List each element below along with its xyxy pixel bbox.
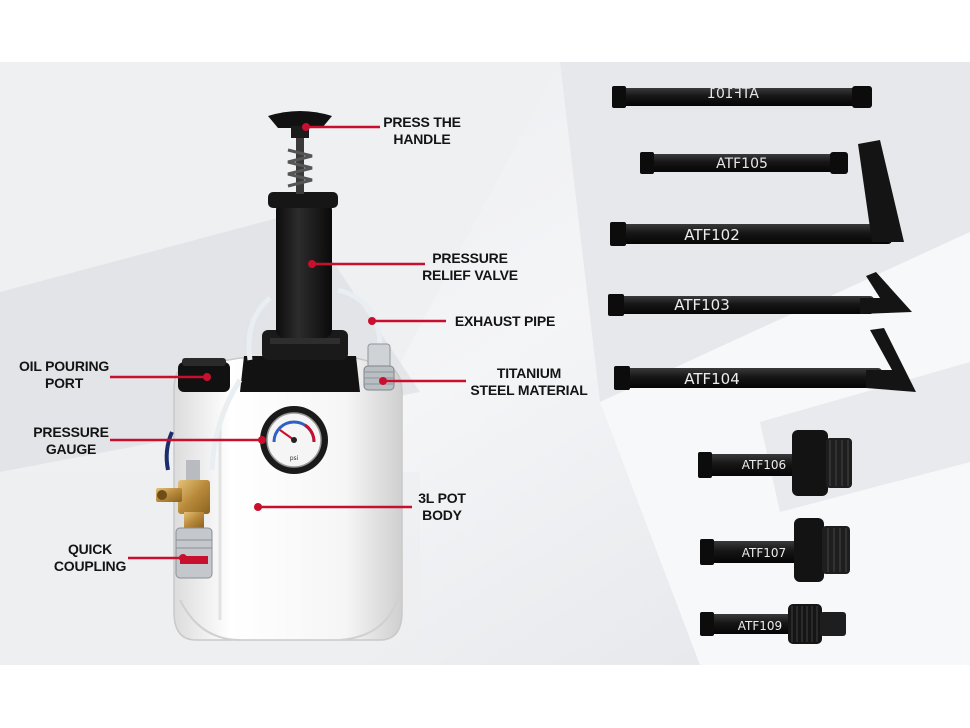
callout-oil-pouring-port: OIL POURING PORT: [14, 358, 114, 392]
titanium-fitting: [363, 343, 395, 391]
callout-titanium-steel: TITANIUM STEEL MATERIAL: [466, 365, 592, 399]
callout-line: BODY: [422, 507, 462, 523]
adapter-atf105: ATF105: [640, 152, 848, 174]
adapter-atf107: ATF107: [700, 518, 850, 582]
svg-text:psi: psi: [290, 455, 299, 462]
adapter-label-atf105: ATF105: [716, 156, 768, 172]
adapter-label-atf102: ATF102: [684, 226, 740, 244]
adapter-atf104: ATF104: [614, 328, 916, 392]
pump-spring: [287, 128, 313, 194]
callout-line: GAUGE: [45, 441, 97, 457]
adapter-label-atf101: ATF101: [707, 86, 759, 102]
callout-line: 3L POT: [418, 490, 466, 506]
adapter-label-atf104: ATF104: [684, 370, 740, 388]
pump-handle: [268, 111, 332, 138]
callout-pot-body: 3L POT BODY: [408, 490, 476, 524]
exhaust-hose: [209, 287, 383, 471]
callout-line: OIL POURING: [18, 358, 110, 374]
tank-body: [173, 357, 403, 641]
pressure-gauge: psi: [260, 406, 328, 474]
callout-line: PORT: [44, 375, 84, 391]
adapter-label-atf103: ATF103: [674, 296, 730, 314]
adapter-atf106: ATF106: [698, 430, 852, 496]
pump-cylinder: [268, 192, 338, 338]
callout-line: EXHAUST PIPE: [454, 313, 556, 329]
adapter-atf101: ATF101: [612, 86, 872, 108]
callout-line: PRESSURE: [432, 250, 508, 266]
callout-line: TITANIUM: [496, 365, 562, 381]
adapter-label-atf107: ATF107: [742, 546, 786, 560]
callout-press-handle: PRESS THE HANDLE: [382, 114, 462, 148]
quick-coupling-assembly: [156, 431, 213, 579]
callout-quick-coupling: QUICK COUPLING: [48, 541, 132, 575]
callout-exhaust-pipe: EXHAUST PIPE: [450, 313, 560, 330]
callout-line: PRESS THE: [383, 114, 461, 130]
adapter-label-atf109: ATF109: [738, 619, 782, 633]
adapter-atf102: ATF102: [610, 140, 904, 246]
adapter-atf103: ATF103: [608, 272, 912, 316]
callout-pressure-gauge: PRESSURE GAUGE: [28, 424, 114, 458]
callout-line: RELIEF VALVE: [422, 267, 518, 283]
callout-line: HANDLE: [393, 131, 451, 147]
callout-line: QUICK: [67, 541, 113, 557]
callout-line: PRESSURE: [33, 424, 109, 440]
callout-line: STEEL MATERIAL: [470, 382, 588, 398]
callout-pressure-relief-valve: PRESSURE RELIEF VALVE: [420, 250, 520, 284]
adapter-label-atf106: ATF106: [742, 458, 786, 472]
callout-line: COUPLING: [53, 558, 127, 574]
adapter-atf109: ATF109: [700, 604, 846, 644]
